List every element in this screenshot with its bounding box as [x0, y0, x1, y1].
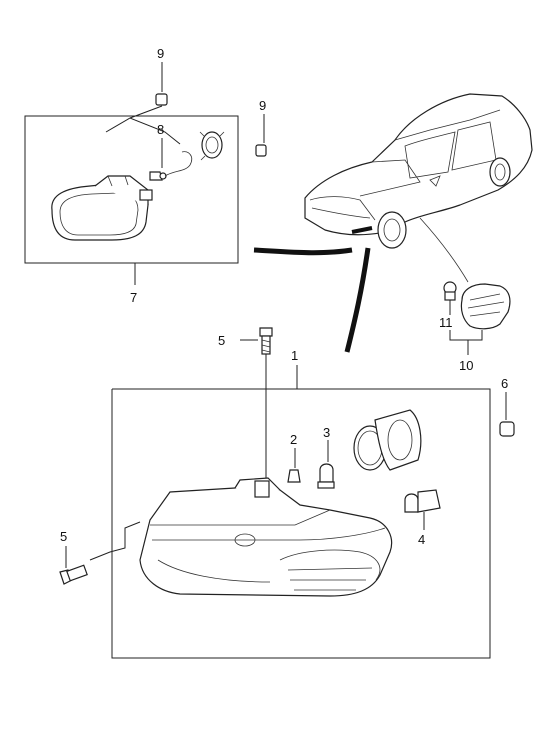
- callout-9-right: 9: [259, 98, 266, 113]
- callout-10: 10: [459, 358, 473, 373]
- fog-lamp-frame: [24, 115, 239, 264]
- callout-4: 4: [418, 532, 425, 547]
- headlamp-frame: [111, 388, 491, 659]
- callout-9-top: 9: [157, 46, 164, 61]
- side-marker-assembly: [443, 281, 511, 355]
- callout-8: 8: [157, 122, 164, 137]
- headlamp-assembly: [59, 327, 515, 659]
- callout-6: 6: [501, 376, 508, 391]
- callout-3: 3: [323, 425, 330, 440]
- callout-2: 2: [290, 432, 297, 447]
- callout-1: 1: [291, 348, 298, 363]
- vehicle-outline: [253, 93, 533, 353]
- callout-5-top: 5: [218, 333, 225, 348]
- fog-lamp-assembly: [24, 62, 267, 285]
- callout-5-left: 5: [60, 529, 67, 544]
- callout-11: 11: [439, 315, 453, 330]
- callout-7: 7: [130, 290, 137, 305]
